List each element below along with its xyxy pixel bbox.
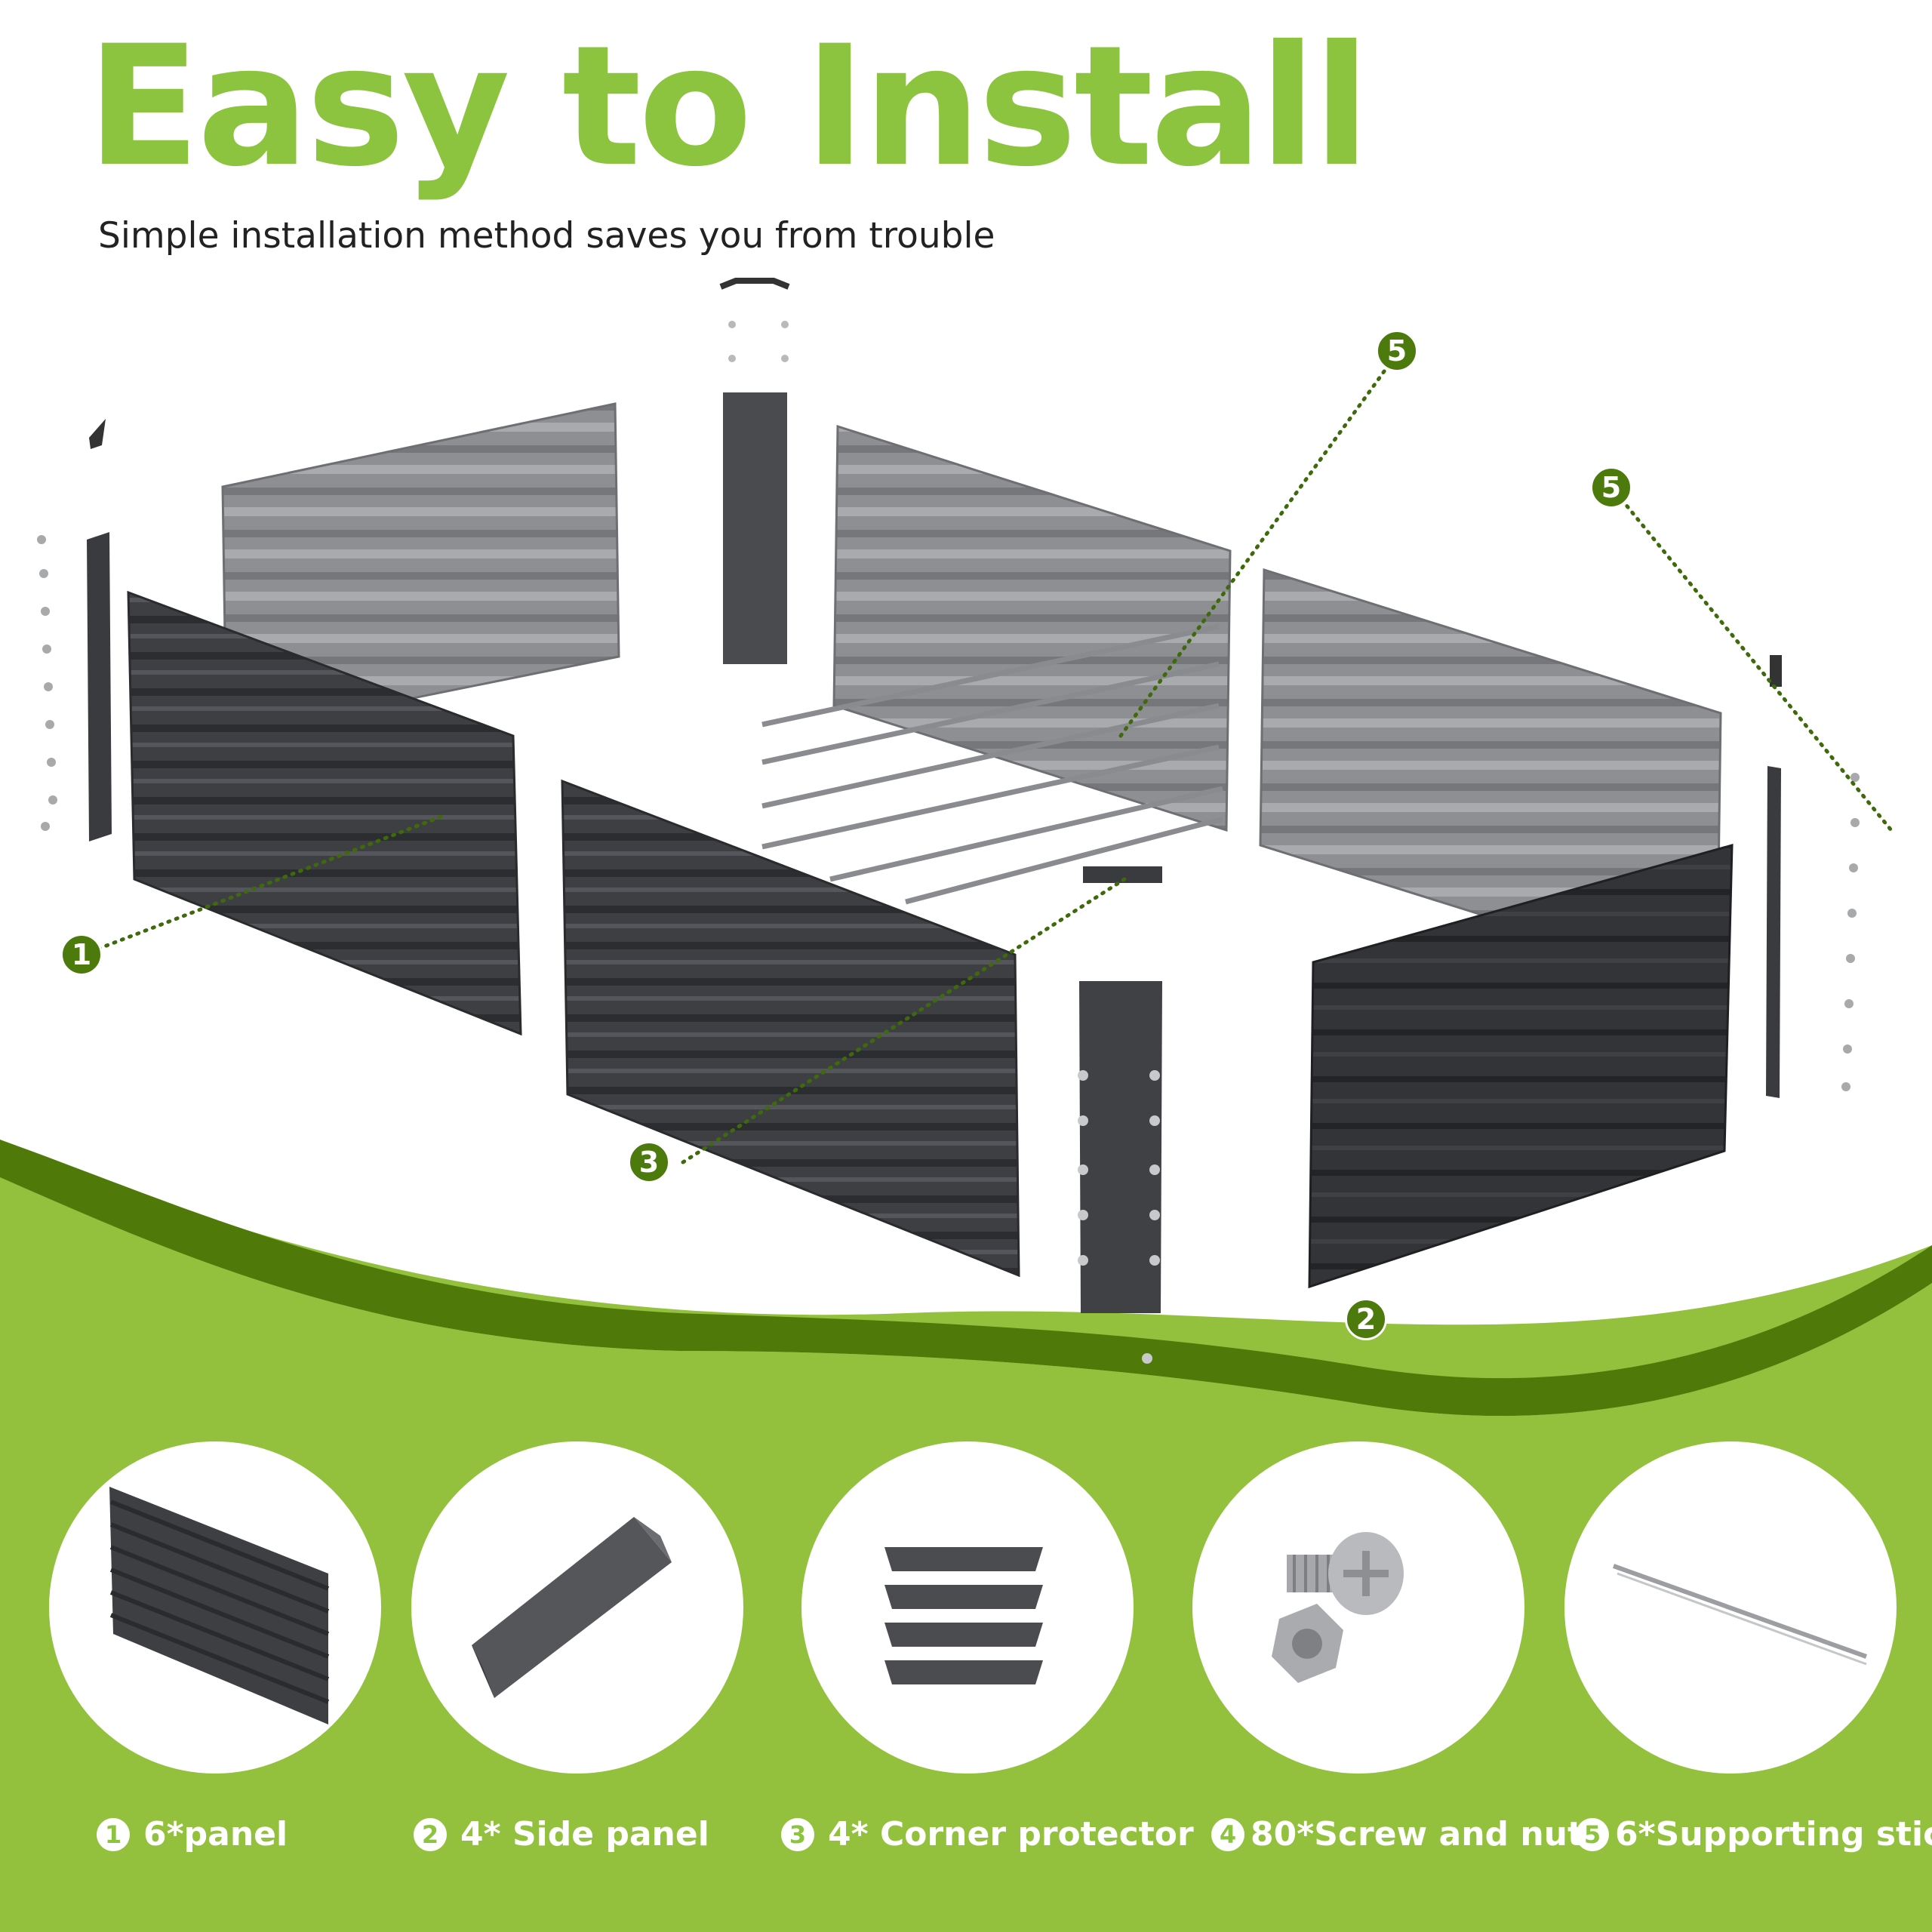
part-number-3-icon: 3 <box>781 1817 814 1851</box>
part-label-corner-protector: 3 4* Corner protector <box>781 1815 1194 1854</box>
page-title: Easy to Install <box>87 10 1370 203</box>
part-label-screw-and-nut: 4 80*Screw and nut <box>1211 1815 1583 1854</box>
supporting-rods <box>761 623 1223 905</box>
front-left-panel <box>127 590 522 1036</box>
front-corner-post <box>1079 981 1162 1313</box>
part-circle-side-panel <box>411 1441 743 1774</box>
part-number-4-icon: 4 <box>1211 1817 1244 1851</box>
screw-nut-icon <box>1272 1532 1404 1683</box>
part-circle-panel <box>49 1441 381 1774</box>
callout-corner-protector: 3 <box>628 1141 670 1183</box>
callout-supporting-stick-b: 5 <box>1590 466 1632 509</box>
callout-leaders <box>81 352 1897 1164</box>
part-circle-screw-and-nut <box>1192 1441 1524 1774</box>
dark-green-wave-band <box>0 1140 1932 1417</box>
back-corner-post <box>723 392 787 664</box>
part-number-1-icon: 1 <box>97 1817 130 1851</box>
supporting-stick-icon <box>1612 1564 1868 1666</box>
part-circle-supporting-stick <box>1564 1441 1897 1774</box>
front-corner-bracket <box>1083 866 1162 883</box>
part-label-side-panel: 2 4* Side panel <box>414 1815 709 1854</box>
side-panel-icon <box>472 1517 672 1698</box>
front-right-panel <box>1308 844 1734 1289</box>
part-number-2-icon: 2 <box>414 1817 447 1851</box>
page-subtitle: Simple installation method saves you fro… <box>98 215 995 257</box>
part-label-panel: 1 6*panel <box>97 1815 288 1854</box>
part-number-5-icon: 5 <box>1576 1817 1609 1851</box>
part-circle-corner-protector <box>801 1441 1134 1774</box>
back-center-panel <box>832 424 1232 832</box>
corner-protector-icon <box>884 1547 1043 1684</box>
left-corner-post <box>87 532 112 841</box>
front-center-panel <box>561 779 1020 1278</box>
callout-supporting-stick-a: 5 <box>1376 330 1418 372</box>
callout-side-panel: 2 <box>1345 1298 1387 1340</box>
callout-panel: 1 <box>60 934 103 976</box>
top-corner-bracket <box>719 278 790 290</box>
corrugated-panel-icon <box>109 1487 330 1724</box>
right-corner-post <box>1766 766 1781 1098</box>
part-label-supporting-stick: 5 6*Supporting stick <box>1576 1815 1932 1854</box>
